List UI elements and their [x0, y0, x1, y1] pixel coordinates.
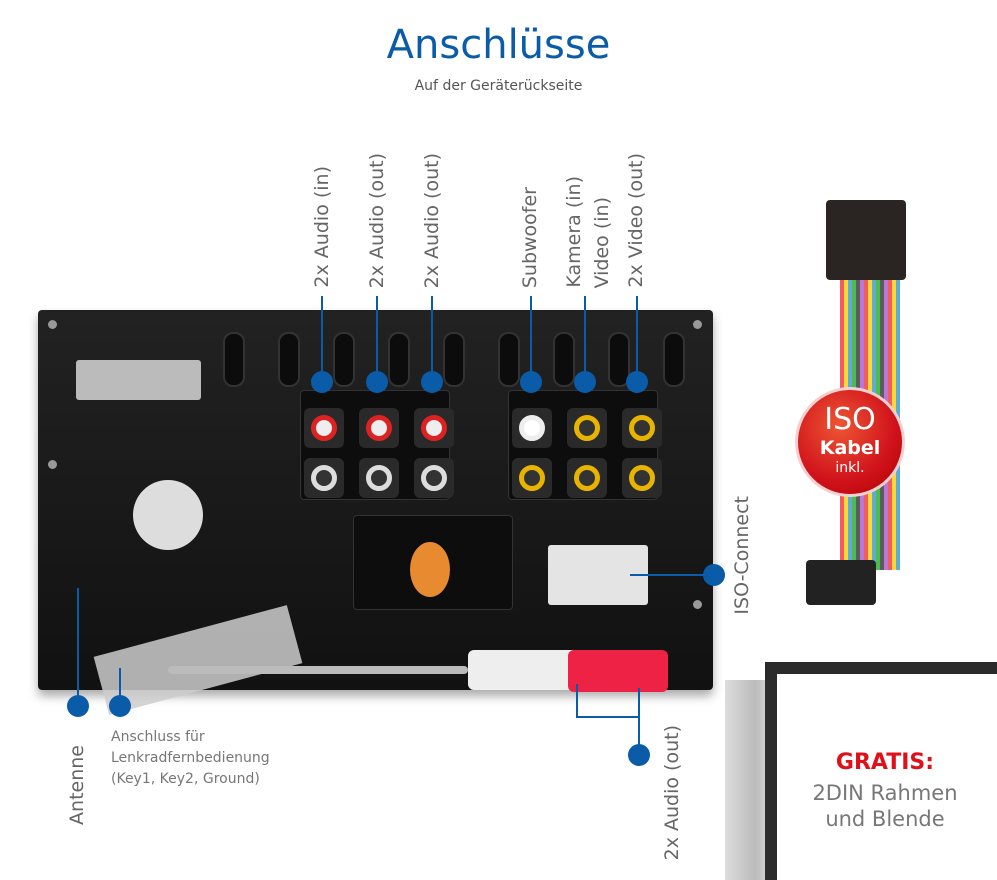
badge-line: Kabel: [819, 437, 881, 459]
lenkrad-line: (Key1, Key2, Ground): [111, 771, 260, 787]
label-audio-out-bottom: 2x Audio (out): [661, 724, 683, 860]
marker-dot: [626, 371, 648, 393]
iso-badge: ISO Kabel inkl.: [795, 387, 905, 497]
lenkrad-line: Anschluss für: [111, 729, 205, 745]
marker-dot: [520, 371, 542, 393]
iso-plug-top: [826, 200, 906, 280]
marker-dot: [574, 371, 596, 393]
label-iso-connect: ISO-Connect: [731, 496, 753, 615]
marker-dot: [421, 371, 443, 393]
label-video-in: Video (in): [591, 196, 613, 288]
label-lenkrad: Anschluss für Lenkradfernbedienung (Key1…: [111, 727, 270, 790]
label-audio-in: 2x Audio (in): [311, 166, 333, 288]
promo-line: 2DIN Rahmen: [812, 781, 958, 805]
label-antenne: Antenne: [66, 745, 88, 825]
page-title: Anschlüsse: [386, 22, 611, 68]
marker-dot: [67, 695, 89, 717]
din-frame: [765, 662, 997, 880]
promo-free: GRATIS:: [835, 750, 935, 775]
marker-dot: [703, 564, 725, 586]
badge-line: ISO: [824, 402, 876, 437]
label-audio-out-2: 2x Audio (out): [421, 152, 443, 288]
label-subwoofer: Subwoofer: [519, 186, 541, 288]
marker-dot: [366, 371, 388, 393]
promo-text: 2DIN Rahmen und Blende: [790, 780, 980, 832]
label-kamera-in: Kamera (in): [563, 176, 585, 288]
marker-dot: [109, 695, 131, 717]
iso-plug-bottom: [806, 560, 876, 605]
badge-line: inkl.: [835, 460, 865, 476]
label-audio-out-1: 2x Audio (out): [366, 152, 388, 288]
marker-dot: [311, 371, 333, 393]
marker-dot: [628, 744, 650, 766]
page-subtitle: Auf der Geräterückseite: [414, 78, 583, 94]
lenkrad-line: Lenkradfernbedienung: [111, 750, 270, 766]
promo-line: und Blende: [825, 807, 945, 831]
label-video-out: 2x Video (out): [625, 153, 647, 288]
